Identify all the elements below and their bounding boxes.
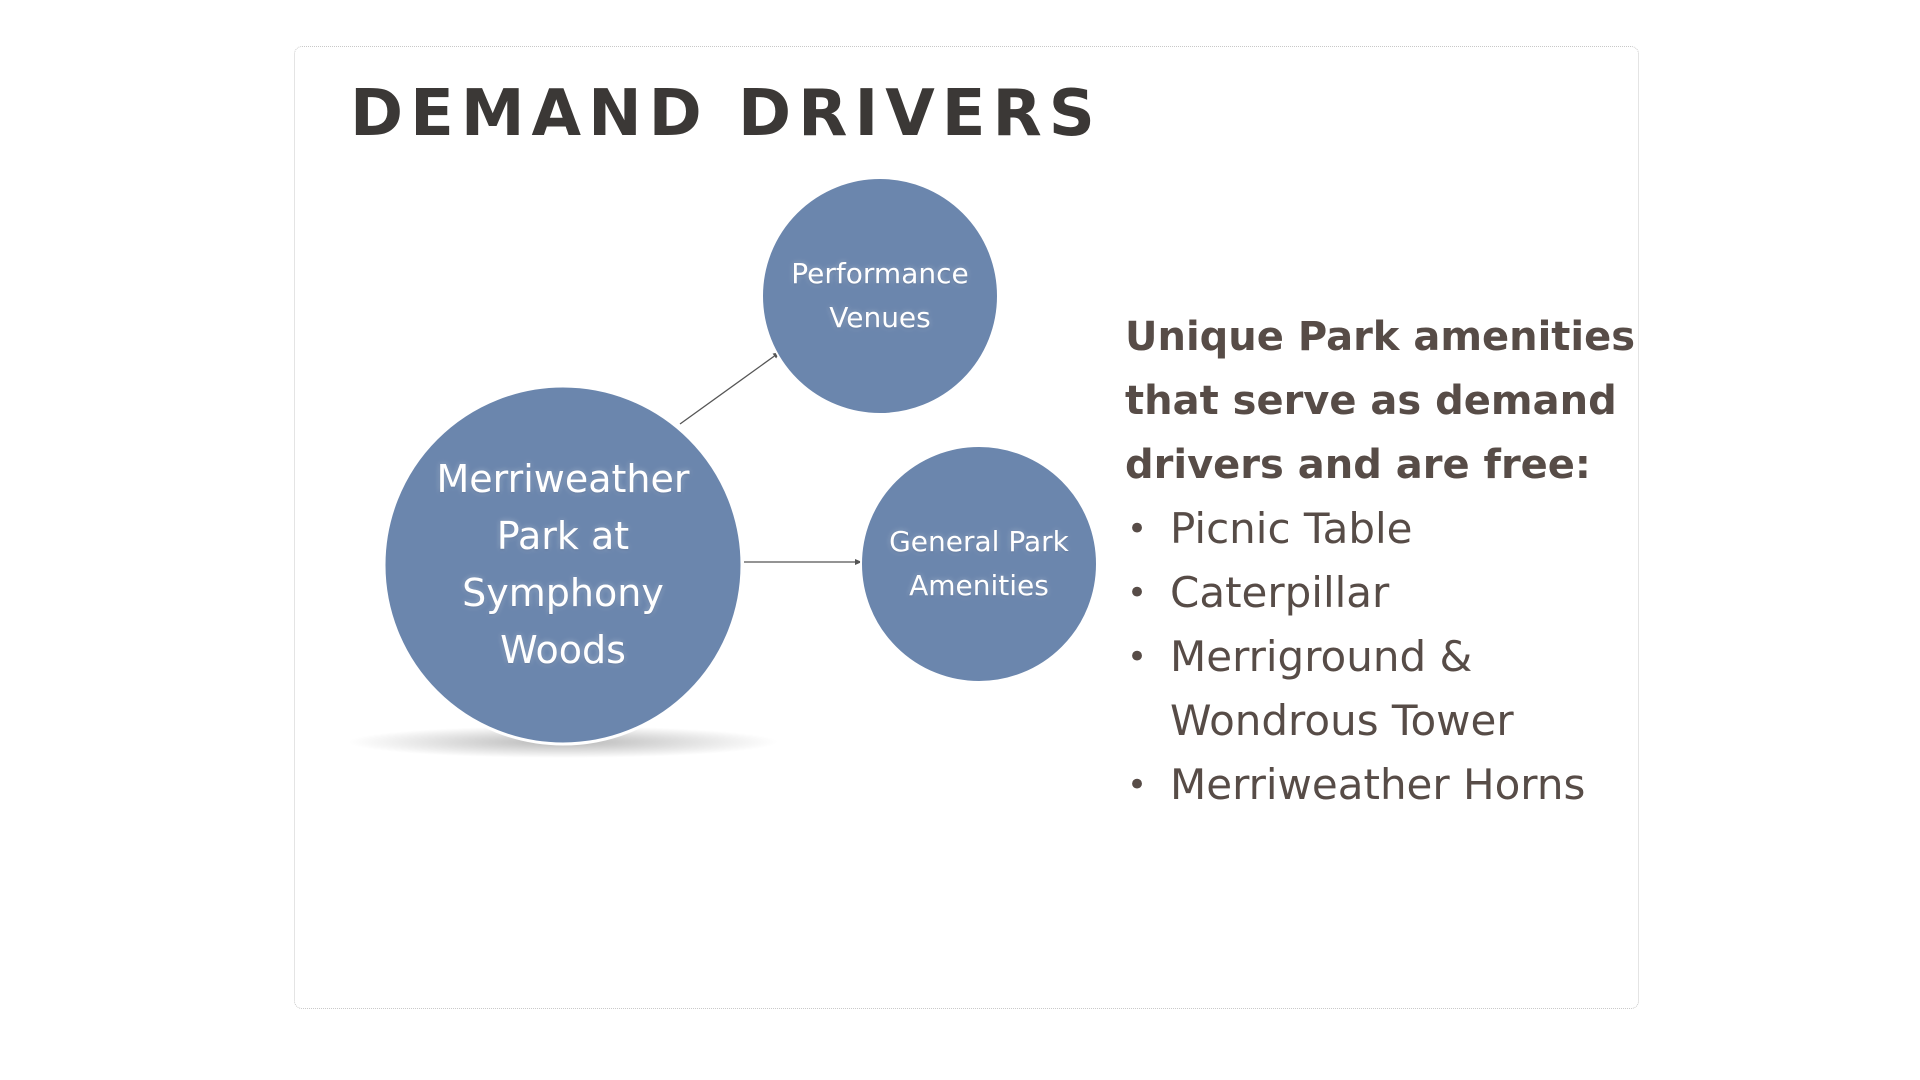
amenities-heading: Unique Park amenities that serve as dema… [1125,314,1636,488]
bullet-icon: • [1127,637,1148,677]
performance-venues-node-circle [761,177,999,415]
list-item-text: Picnic Table [1170,504,1413,553]
slide-title: DEMAND DRIVERS [350,77,1102,151]
list-item-text: Merriground & Wondrous Tower [1170,632,1514,745]
list-item-text: Merriweather Horns [1170,760,1586,809]
general-park-amenities-node-circle [860,445,1098,683]
performance-venues-node-label: Performance Venues [791,257,969,334]
amenities-list: • Picnic Table • Caterpillar • Merrigrou… [1125,497,1645,817]
amenities-text-block: Unique Park amenities that serve as dema… [1125,305,1645,817]
list-item: • Picnic Table [1125,497,1645,561]
list-item: • Caterpillar [1125,561,1645,625]
list-item: • Merriweather Horns [1125,753,1645,817]
bullet-icon: • [1127,765,1148,805]
general-park-amenities-node-label: General Park Amenities [889,525,1069,602]
list-item-text: Caterpillar [1170,568,1390,617]
central-node-label: Merriweather Park at Symphony Woods [436,457,690,672]
bullet-icon: • [1127,509,1148,549]
central-node-circle [382,384,744,746]
bullet-icon: • [1127,573,1148,613]
list-item: • Merriground & Wondrous Tower [1125,625,1645,753]
arrow-to-performance-venues [679,351,781,425]
